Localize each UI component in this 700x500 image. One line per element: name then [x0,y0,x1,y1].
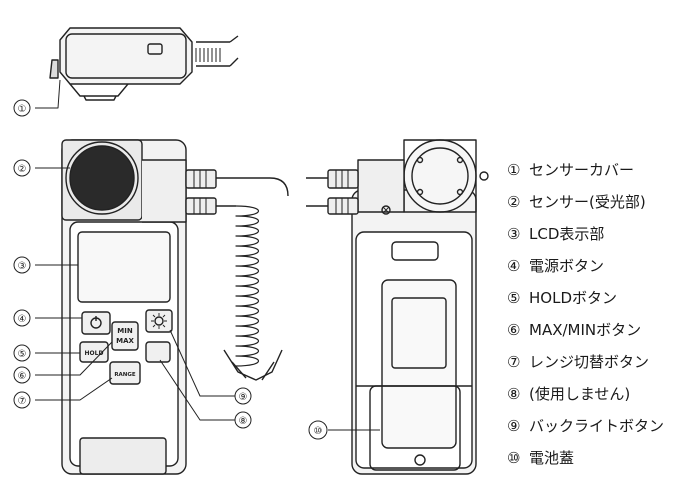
range-label: RANGE [114,372,136,378]
legend-num: ③ [507,225,521,243]
callout-9: ⑨ [239,392,248,403]
callout-3: ③ [18,261,27,272]
lcd-display [77,231,171,303]
callout-5: ⑤ [18,349,27,360]
backlight-button[interactable] [145,309,173,333]
legend-item: ⑦ レンジ切替ボタン [507,352,664,384]
leader-lines [35,79,380,431]
legend-num: ⑤ [507,289,521,307]
legend-num: ⑦ [507,353,521,371]
hold-button[interactable] [79,341,109,363]
legend-num: ① [507,161,521,179]
legend-item: ① センサーカバー [507,160,664,192]
hold-label: HOLD [85,350,104,357]
min-max-button[interactable] [111,321,139,351]
callout-10: ⑩ [314,426,323,437]
legend-item: ⑨ バックライトボタン [507,416,664,448]
power-button[interactable] [81,311,111,335]
callout-7: ⑦ [18,396,27,407]
meter-back-view [306,139,489,475]
legend-num: ⑥ [507,321,521,339]
legend-label: MAX/MINボタン [529,321,642,339]
legend-label: HOLDボタン [529,289,617,307]
parts-legend: ① センサーカバー ② センサー(受光部) ③ LCD表示部 ④ 電源ボタン ⑤ HOLD… [507,160,664,480]
min-max-label-line2: MAX [116,337,134,345]
min-max-label-line1: MIN [117,327,133,335]
legend-item: ⑧ (使用しません) [507,384,664,416]
legend-label: センサー(受光部) [529,193,646,211]
callout-1: ① [18,104,27,115]
coiled-cable [235,205,259,367]
legend-item: ⑩ 電池蓋 [507,448,664,480]
legend-item: ⑤ HOLDボタン [507,288,664,320]
callout-8: ⑧ [239,416,248,427]
sensor-lens [69,145,135,211]
legend-num: ⑧ [507,385,521,403]
legend-label: LCD表示部 [529,225,605,243]
legend-label: 電池蓋 [529,449,575,467]
legend-item: ⑥ MAX/MINボタン [507,320,664,352]
legend-label: レンジ切替ボタン [529,353,650,371]
legend-label: バックライトボタン [529,417,665,435]
legend-label: (使用しません) [529,385,631,403]
battery-cover [381,279,457,449]
callout-6: ⑥ [18,371,27,382]
legend-num: ④ [507,257,521,275]
callout-4: ④ [18,314,27,325]
legend-label: 電源ボタン [529,257,605,275]
range-button[interactable] [109,361,141,385]
legend-item: ② センサー(受光部) [507,192,664,224]
sensor-cover-top-view [49,27,239,101]
legend-num: ⑨ [507,417,521,435]
legend-item: ③ LCD表示部 [507,224,664,256]
legend-num: ② [507,193,521,211]
meter-front-view [61,139,289,475]
callout-2: ② [18,164,27,175]
legend-label: センサーカバー [529,161,635,179]
legend-num: ⑩ [507,449,521,467]
legend-item: ④ 電源ボタン [507,256,664,288]
unused-button[interactable] [145,341,171,363]
